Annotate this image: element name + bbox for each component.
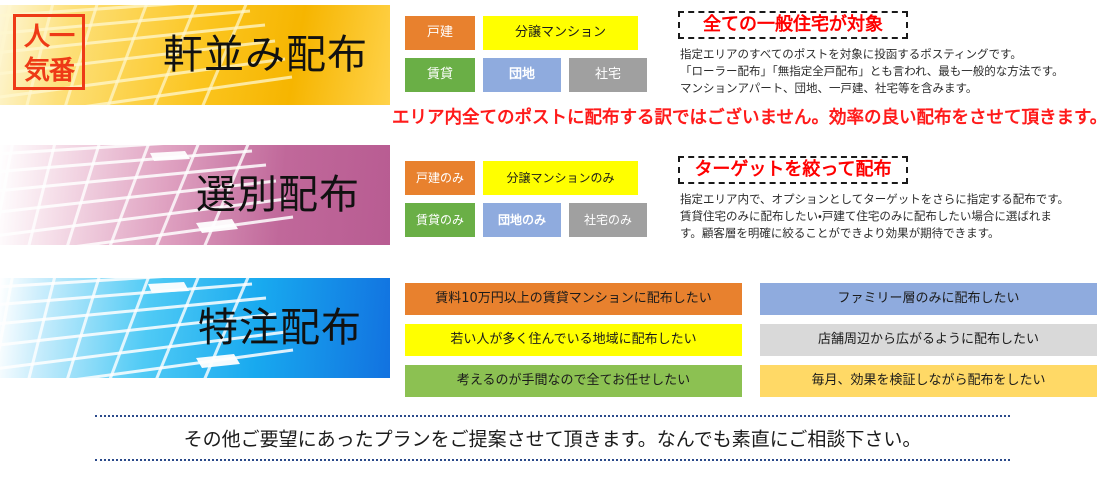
banner-custom: 特注配布	[0, 278, 390, 378]
tag-group-roller-top: 戸建 分譲マンション	[405, 16, 638, 50]
section-custom: 特注配布 賃料10万円以上の賃貸マンションに配布したい 若い人が多く住んでいる地…	[0, 278, 1100, 397]
option-button-rent-100k[interactable]: 賃料10万円以上の賃貸マンションに配布したい	[405, 283, 742, 315]
option-button-around-store[interactable]: 店舗周辺から広がるように配布したい	[760, 324, 1097, 356]
banner-title-selective: 選別配布	[196, 172, 360, 218]
tag-shataku[interactable]: 社宅	[569, 58, 647, 92]
red-caption: エリア内全てのポストに配布する訳ではございません。効率の良い配布をさせて頂きます…	[392, 108, 1100, 128]
seal-line-2: 気番	[23, 56, 75, 86]
tag-group-roller-bottom: 賃貸 団地 社宅	[405, 58, 647, 92]
description-roller: 指定エリアのすべてのポストを対象に投函するポスティングです。 「ローラー配布」「…	[680, 46, 1064, 97]
banner-selective: 選別配布	[0, 145, 390, 245]
tag-kodate[interactable]: 戸建	[405, 16, 475, 50]
tag-group-selective-bottom: 賃貸のみ 団地のみ 社宅のみ	[405, 203, 647, 237]
tag-chintai[interactable]: 賃貸	[405, 58, 475, 92]
tag-danchi[interactable]: 団地	[483, 58, 561, 92]
section-selective: 選別配布 戸建のみ 分譲マンションのみ 賃貸のみ 団地のみ 社宅のみ ターゲット…	[0, 145, 1100, 265]
option-button-full-entrust[interactable]: 考えるのが手間なので全てお任せしたい	[405, 365, 742, 397]
description-line: 賃貸住宅のみに配布したい・戸建て住宅のみに配布したい場合に選ばれま	[680, 209, 1052, 223]
seal-line-1: 人一	[23, 22, 75, 52]
description-line: 指定エリアのすべてのポストを対象に投函するポスティングです。	[680, 47, 1022, 61]
tag-bunjo-mansion[interactable]: 分譲マンション	[483, 16, 638, 50]
description-line: マンションアパート、団地、一戸建、社宅等を含みます。	[680, 81, 978, 95]
footer-note: その他ご要望にあったプランをご提案させて頂きます。なんでも素直にご相談下さい。	[95, 415, 1010, 461]
tag-danchi-only[interactable]: 団地のみ	[483, 203, 561, 237]
headline-selective: ターゲットを絞って配布	[678, 156, 908, 184]
section-roller: 人一 気番 軒並み配布 戸建 分譲マンション 賃貸 団地 社宅 全ての一般住宅が…	[0, 0, 1100, 135]
tag-group-selective-top: 戸建のみ 分譲マンションのみ	[405, 161, 638, 195]
description-line: す。顧客層を明確に絞ることができより効果が期待できます。	[680, 226, 1000, 240]
tag-kodate-only[interactable]: 戸建のみ	[405, 161, 475, 195]
headline-roller: 全ての一般住宅が対象	[678, 11, 908, 39]
option-button-young-area[interactable]: 若い人が多く住んでいる地域に配布したい	[405, 324, 742, 356]
description-selective: 指定エリア内で、オプションとしてターゲットをさらに指定する配布です。 賃貸住宅の…	[680, 191, 1069, 242]
footer-text: その他ご要望にあったプランをご提案させて頂きます。なんでも素直にご相談下さい。	[183, 428, 922, 451]
banner-roller: 人一 気番 軒並み配布	[0, 5, 390, 105]
banner-title-roller: 軒並み配布	[163, 32, 368, 78]
tag-bunjo-mansion-only[interactable]: 分譲マンションのみ	[483, 161, 638, 195]
tag-chintai-only[interactable]: 賃貸のみ	[405, 203, 475, 237]
banner-title-custom: 特注配布	[198, 305, 362, 351]
popularity-seal: 人一 気番	[13, 14, 85, 90]
description-line: 「ローラー配布」「無指定全戸配布」とも言われ、最も一般的な方法です。	[680, 64, 1064, 78]
tag-shataku-only[interactable]: 社宅のみ	[569, 203, 647, 237]
option-button-monthly-verify[interactable]: 毎月、効果を検証しながら配布をしたい	[760, 365, 1097, 397]
description-line: 指定エリア内で、オプションとしてターゲットをさらに指定する配布です。	[680, 192, 1070, 206]
option-button-family-only[interactable]: ファミリー層のみに配布したい	[760, 283, 1097, 315]
